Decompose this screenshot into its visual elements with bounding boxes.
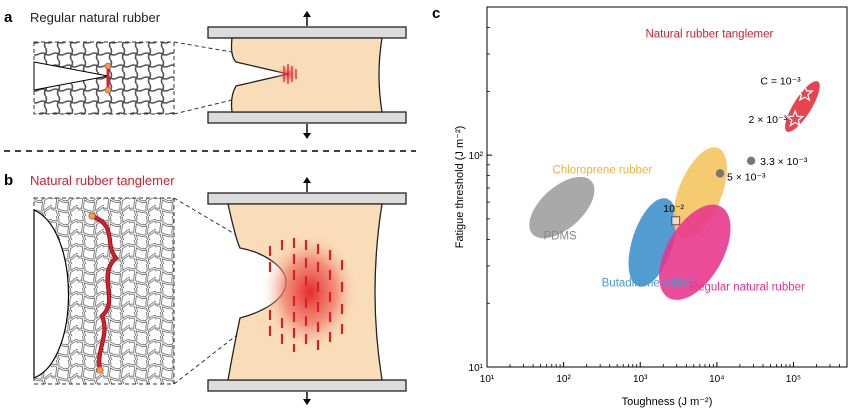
panel-b: b Natural rubber tanglemer bbox=[4, 172, 407, 405]
region-natural-rubber-tanglemer-label: Natural rubber tanglemer bbox=[645, 29, 773, 41]
data-point-label: 10⁻² bbox=[663, 203, 684, 215]
region-pdms bbox=[529, 176, 595, 239]
y-tick-label: 10² bbox=[469, 151, 484, 162]
bottom-grip bbox=[207, 379, 407, 392]
data-point-square bbox=[671, 216, 681, 226]
top-grip bbox=[207, 26, 407, 39]
ashby-chart: 10¹ 10² 10³ 10⁴ 10⁵ 10¹ 10² Toughness (J m⁻²) Fa… bbox=[454, 6, 848, 408]
x-tick-label: 10³ bbox=[633, 374, 648, 385]
region-chloroprene-rubber bbox=[673, 147, 727, 239]
region-pdms-label: PDMS bbox=[543, 230, 577, 242]
panel-c: c 10¹ 10² 10³ 10⁴ 10⁵ 10¹ 10² Toughness (J m⁻²)… bbox=[432, 5, 848, 408]
region-natural-rubber-tanglemer bbox=[785, 81, 820, 132]
arrow-down-icon bbox=[303, 399, 311, 405]
panel-a-specimen bbox=[207, 11, 407, 139]
panel-c-letter: c bbox=[432, 5, 440, 22]
region-regular-natural-rubber-label: Regular natural rubber bbox=[690, 281, 805, 293]
arrow-up-icon bbox=[303, 177, 311, 183]
panel-a-network-inset bbox=[33, 41, 175, 115]
x-tick-label: 10² bbox=[556, 374, 571, 385]
arrow-up-icon bbox=[303, 11, 311, 17]
data-point-label: 2 × 10⁻³ bbox=[749, 114, 788, 126]
panel-a-letter: a bbox=[4, 9, 13, 26]
x-tick-label: 10¹ bbox=[480, 374, 495, 385]
region-chloroprene-rubber-label: Chloroprene rubber bbox=[552, 164, 652, 176]
panel-b-letter: b bbox=[4, 172, 13, 189]
data-point-dot bbox=[715, 169, 725, 178]
crosslink-dot bbox=[96, 366, 104, 374]
crosslink-dot bbox=[104, 62, 112, 70]
panel-b-network-inset bbox=[33, 197, 175, 385]
data-point-label: 3.3 × 10⁻³ bbox=[760, 156, 808, 168]
crosslink-dot bbox=[88, 212, 96, 220]
data-point-star bbox=[785, 109, 805, 127]
y-axis-label: Fatigue threshold (J m⁻²) bbox=[454, 126, 466, 249]
data-point-dot bbox=[746, 156, 756, 166]
long-tangled-chain bbox=[91, 214, 118, 371]
x-tick-label: 10⁴ bbox=[709, 374, 724, 385]
x-axis-label: Toughness (J m⁻²) bbox=[622, 396, 713, 408]
data-point-label: C = 10⁻³ bbox=[760, 76, 801, 88]
arrow-down-icon bbox=[303, 133, 311, 139]
top-grip bbox=[207, 192, 407, 205]
region-regular-natural-rubber bbox=[659, 204, 731, 300]
x-tick-label: 10⁵ bbox=[786, 374, 801, 385]
panel-b-specimen bbox=[207, 177, 407, 405]
panel-b-title: Natural rubber tanglemer bbox=[30, 173, 175, 188]
region-butadinene-rubber-label: Butadinene rubber bbox=[602, 277, 697, 289]
data-point-label: 5 × 10⁻³ bbox=[727, 171, 766, 183]
bottom-grip bbox=[207, 111, 407, 124]
crosslink-dot bbox=[104, 86, 112, 94]
plot-frame bbox=[486, 6, 848, 368]
panel-a-title: Regular natural rubber bbox=[30, 10, 161, 25]
panel-a: a Regular natural rubber bbox=[4, 9, 407, 139]
y-tick-label: 10¹ bbox=[469, 363, 484, 374]
data-point-star bbox=[795, 83, 815, 102]
